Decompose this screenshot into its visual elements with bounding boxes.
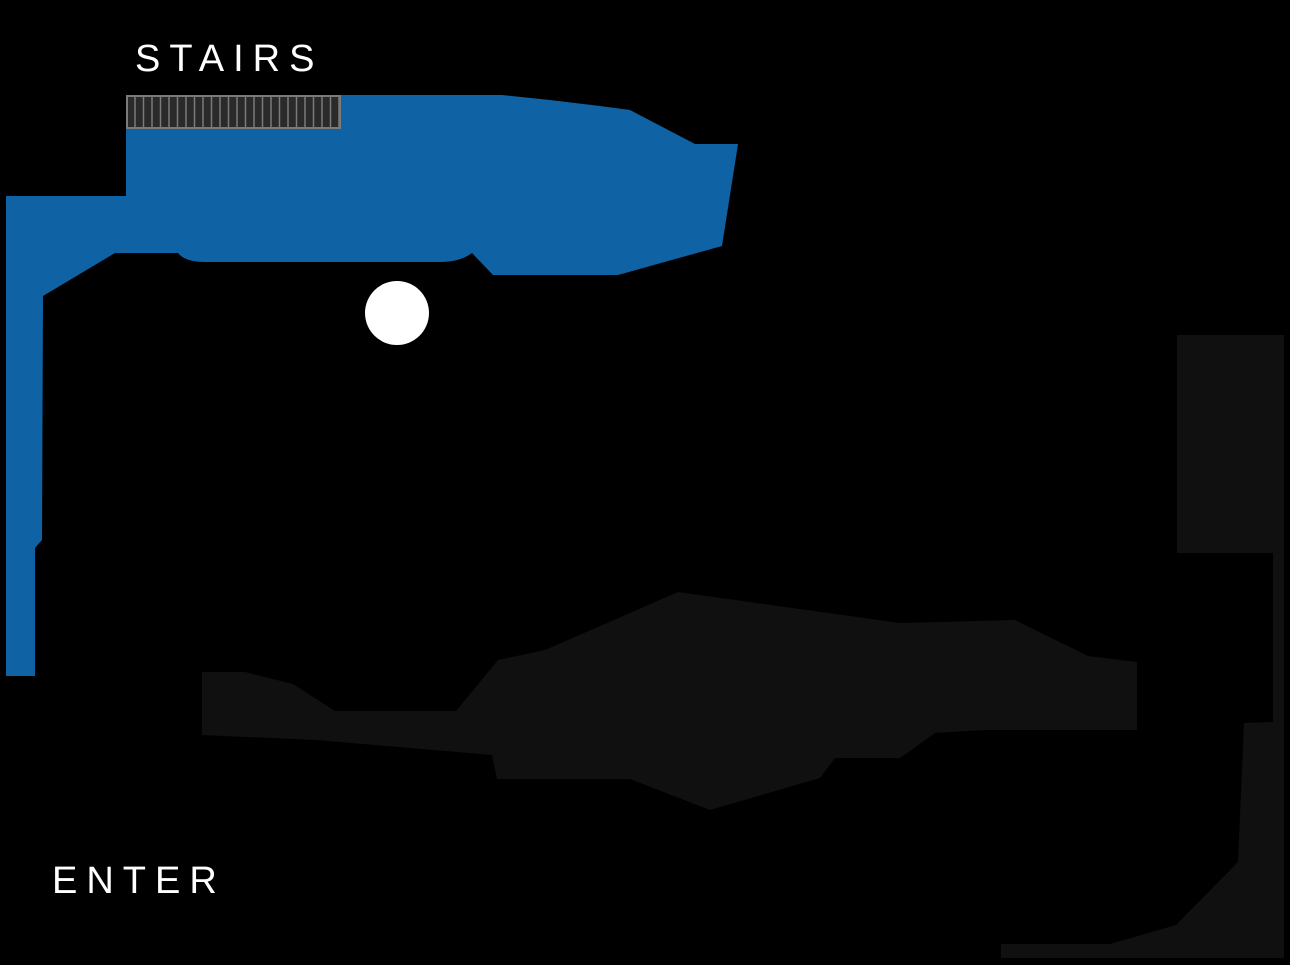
enter-label: ENTER bbox=[52, 860, 226, 902]
player-position-marker bbox=[365, 281, 429, 345]
explored-region bbox=[6, 95, 738, 676]
unexplored-region-right bbox=[1001, 335, 1284, 958]
stairs-treads bbox=[134, 97, 340, 127]
stairs-label: STAIRS bbox=[135, 38, 324, 80]
stairs-icon[interactable] bbox=[126, 95, 341, 129]
unexplored-region-center bbox=[202, 592, 1137, 810]
